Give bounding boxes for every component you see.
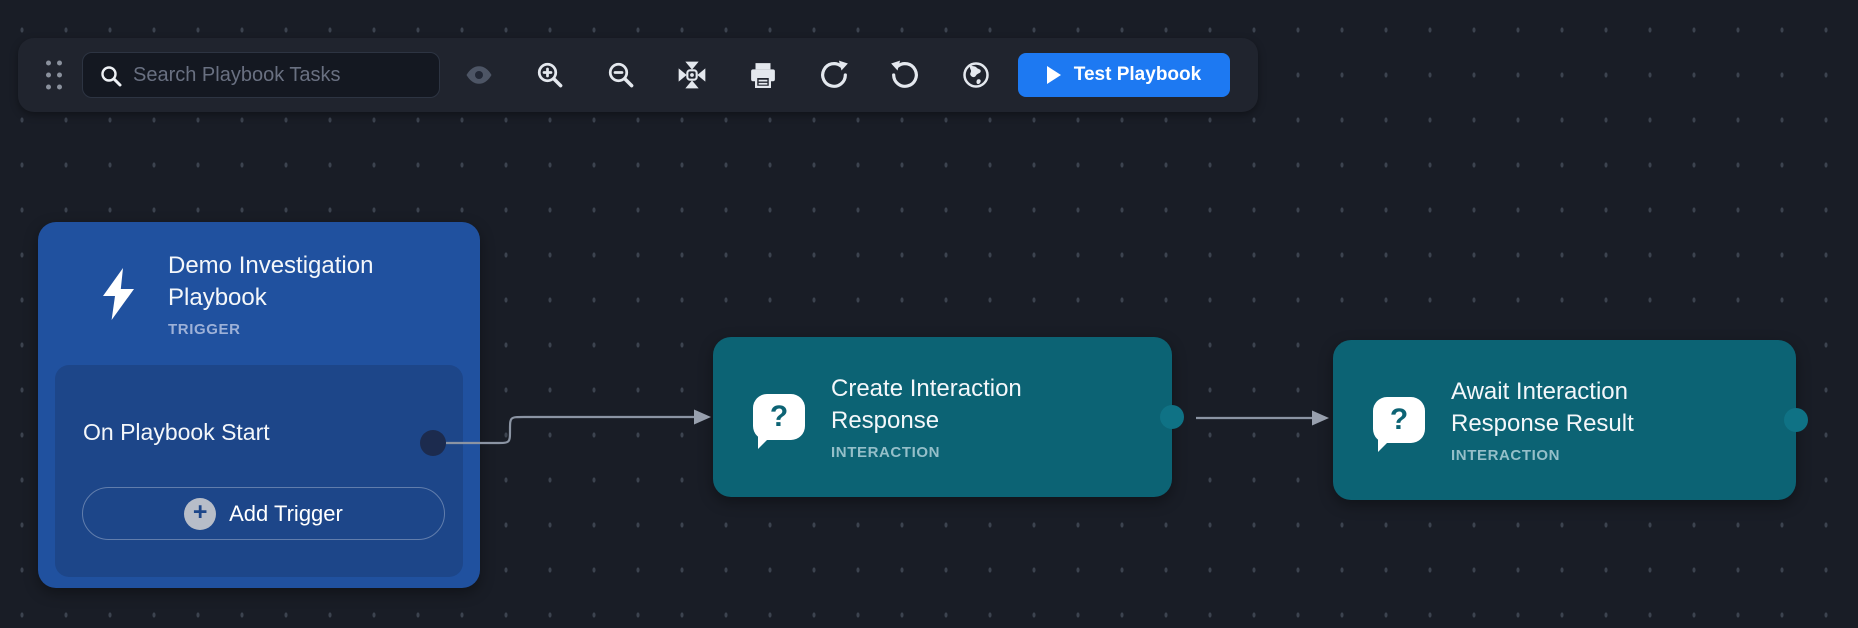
node-type-badge: TRIGGER [168,321,241,338]
add-trigger-button[interactable]: + Add Trigger [82,487,445,540]
node-trigger[interactable]: Demo Investigation Playbook TRIGGER On P… [38,222,480,588]
play-icon [1046,66,1061,84]
add-trigger-label: Add Trigger [229,500,343,526]
node-create-interaction-response[interactable]: ? Create Interaction Response INTERACTIO… [713,337,1184,497]
arrowhead-await [1312,410,1329,426]
test-playbook-button[interactable]: Test Playbook [1018,53,1230,97]
globe-icon[interactable] [959,58,993,92]
trigger-section-label: On Playbook Start [83,419,270,445]
node-title: Await Interaction Response Result [1451,378,1634,437]
question-glyph: ? [1389,403,1409,436]
test-playbook-label: Test Playbook [1073,64,1202,85]
trigger-section: On Playbook Start + Add Trigger [55,365,463,577]
node-type-badge: INTERACTION [1451,447,1561,464]
zoom-out-icon[interactable] [604,58,638,92]
node-type-badge: INTERACTION [831,444,941,461]
arrowhead-create [694,409,711,425]
trigger-header: Demo Investigation Playbook TRIGGER [38,222,480,338]
toolbar-icon-group [462,38,993,112]
node-title: Create Interaction Response [831,375,1022,434]
search-box [82,52,440,98]
zoom-in-icon[interactable] [533,58,567,92]
print-icon[interactable] [746,58,780,92]
question-bubble-icon: ? [1373,397,1425,452]
fit-view-icon[interactable] [675,58,709,92]
node-await-interaction-response-result[interactable]: ? Await Interaction Response Result INTE… [1333,340,1808,500]
redo-icon[interactable] [817,58,851,92]
visibility-icon[interactable] [462,58,496,92]
output-port[interactable] [1160,405,1184,429]
output-port[interactable] [1784,408,1808,432]
output-port[interactable] [420,430,446,456]
drag-handle-icon[interactable] [46,60,62,90]
node-title: Demo Investigation Playbook [168,252,374,311]
editor-toolbar: Test Playbook [18,38,1258,112]
question-glyph: ? [769,400,789,433]
undo-icon[interactable] [888,58,922,92]
question-bubble-icon: ? [753,394,805,449]
lightning-bolt-icon [103,268,134,320]
edge-trigger-to-create [446,415,694,445]
plus-circle-icon: + [184,497,217,530]
search-input[interactable] [83,53,439,97]
